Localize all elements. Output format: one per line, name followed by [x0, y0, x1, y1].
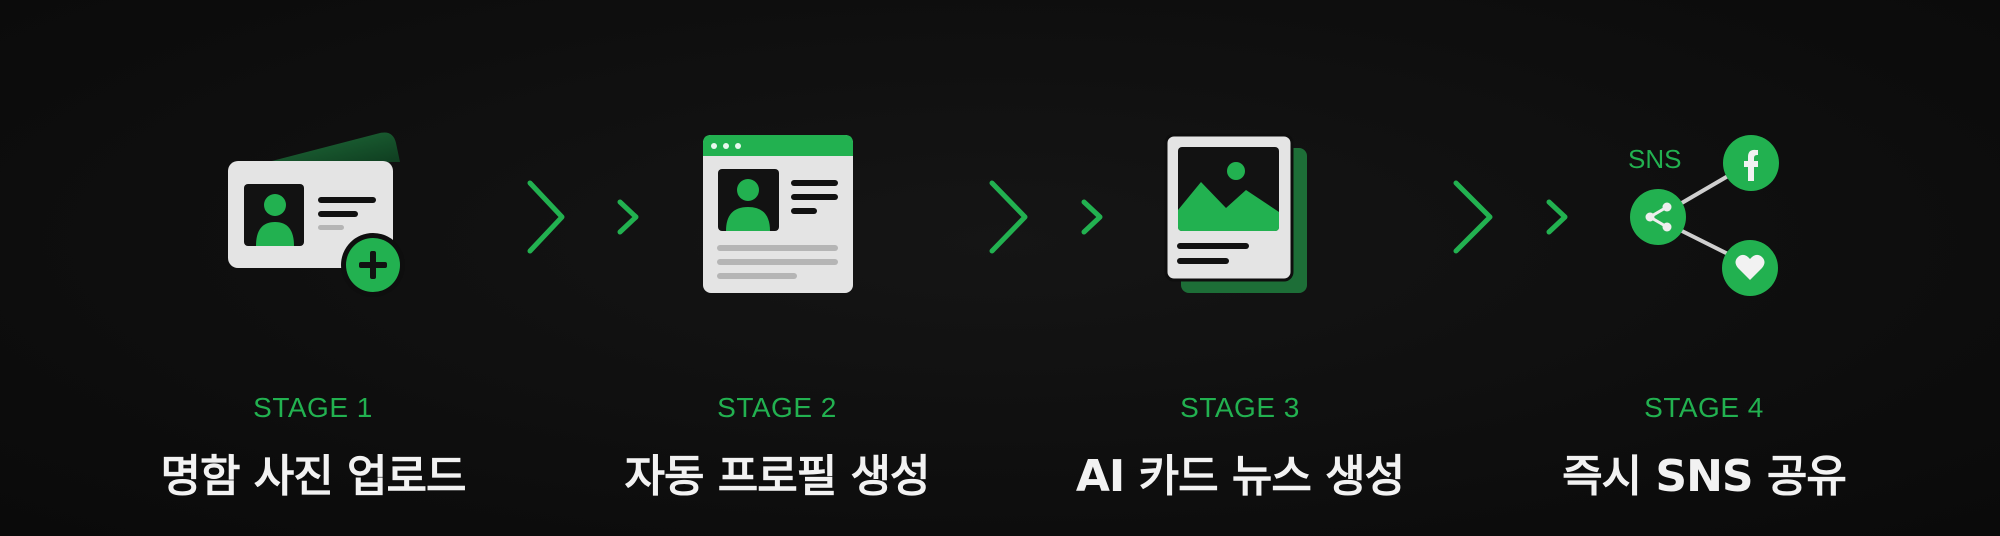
stage-1-label: STAGE 1	[253, 392, 373, 423]
facebook-icon	[1723, 135, 1779, 191]
stage-3-title: AI 카드 뉴스 생성	[1075, 451, 1405, 502]
image-card-icon	[1164, 133, 1307, 293]
sns-tag-label: SNS	[1628, 144, 1682, 174]
stage-3-label: STAGE 3	[1180, 392, 1300, 423]
stage-4-title: 즉시 SNS 공유	[1562, 451, 1847, 502]
share-icon	[1630, 189, 1686, 245]
heart-icon	[1722, 240, 1778, 296]
stage-1-title: 명함 사진 업로드	[160, 451, 467, 502]
stage-2-title: 자동 프로필 생성	[624, 451, 931, 502]
stage-2-label: STAGE 2	[717, 392, 837, 423]
stage-4-label: STAGE 4	[1644, 392, 1764, 423]
flow-arrow-3-to-4	[1379, 180, 1568, 254]
sns-share-icon	[1630, 135, 1779, 296]
profile-window-icon	[703, 135, 853, 293]
business-card-add-icon	[228, 132, 405, 297]
flow-arrow-1-to-2	[452, 180, 639, 254]
flow-arrow-2-to-3	[915, 180, 1103, 254]
